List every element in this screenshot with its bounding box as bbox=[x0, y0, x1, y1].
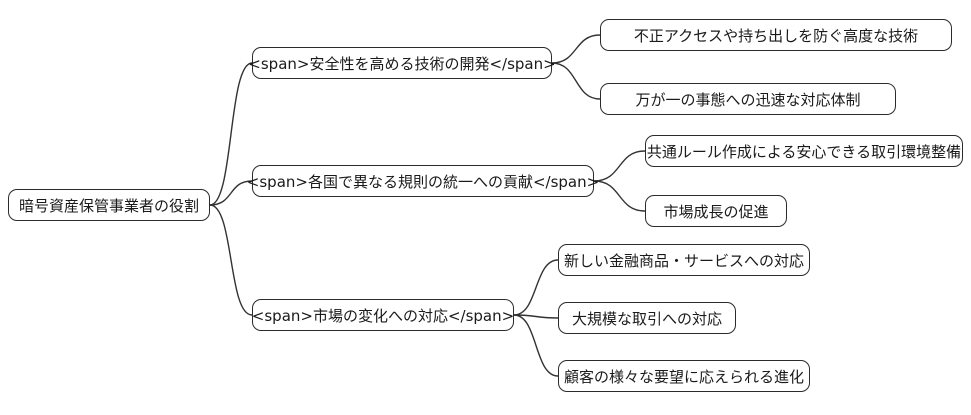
branch-node-3-label: <span>市場の変化への対応</span> bbox=[251, 306, 515, 325]
edge-branch2-leaf1 bbox=[593, 150, 646, 182]
branch-node-1-label: <span>安全性を高める技術の開発</span> bbox=[248, 54, 556, 73]
leaf-node-2-1-label: 共通ルール作成による安心できる取引環境整備 bbox=[646, 142, 962, 161]
leaf-node-3-2-label: 大規模な取引への対応 bbox=[571, 309, 722, 328]
edge-branch2-leaf2 bbox=[593, 180, 646, 212]
branch-node-1: <span>安全性を高める技術の開発</span> bbox=[248, 47, 556, 79]
leaf-node-3-1: 新しい金融商品・サービスへの対応 bbox=[558, 244, 810, 276]
leaf-node-3-3-label: 顧客の様々な要望に応えられる進化 bbox=[564, 367, 805, 386]
branch-node-2: <span>各国で異なる規則の統一への貢献</span> bbox=[247, 165, 599, 197]
branch-node-3: <span>市場の変化への対応</span> bbox=[252, 299, 514, 331]
leaf-node-3-3: 顧客の様々な要望に応えられる進化 bbox=[558, 360, 810, 392]
leaf-node-3-2: 大規模な取引への対応 bbox=[558, 302, 736, 334]
edge-branch3-leaf2 bbox=[513, 314, 559, 319]
edge-branch1-leaf1 bbox=[551, 34, 601, 64]
leaf-node-1-1-label: 不正アクセスや持ち出しを防ぐ高度な技術 bbox=[633, 26, 919, 45]
root-node-label: 暗号資産保管事業者の役割 bbox=[18, 196, 199, 215]
leaf-node-3-1-label: 新しい金融商品・サービスへの対応 bbox=[564, 251, 805, 270]
edge-branch3-leaf1 bbox=[513, 259, 559, 316]
edge-root-branch1 bbox=[209, 62, 253, 206]
leaf-node-2-1: 共通ルール作成による安心できる取引環境整備 bbox=[645, 135, 963, 167]
root-node: 暗号資産保管事業者の役割 bbox=[8, 189, 210, 221]
branch-node-2-label: <span>各国で異なる規則の統一への貢献</span> bbox=[246, 172, 600, 191]
edge-branch3-leaf3 bbox=[513, 314, 559, 377]
edge-root-branch2 bbox=[209, 180, 253, 206]
leaf-node-1-1: 不正アクセスや持ち出しを防ぐ高度な技術 bbox=[600, 19, 952, 51]
leaf-node-1-2: 万が一の事態への迅速な対応体制 bbox=[600, 83, 896, 115]
leaf-node-1-2-label: 万が一の事態への迅速な対応体制 bbox=[635, 90, 861, 109]
edge-root-branch3 bbox=[209, 204, 253, 316]
leaf-node-2-2-label: 市場成長の促進 bbox=[663, 202, 769, 221]
edge-branch1-leaf2 bbox=[551, 62, 601, 100]
leaf-node-2-2: 市場成長の促進 bbox=[645, 195, 787, 227]
